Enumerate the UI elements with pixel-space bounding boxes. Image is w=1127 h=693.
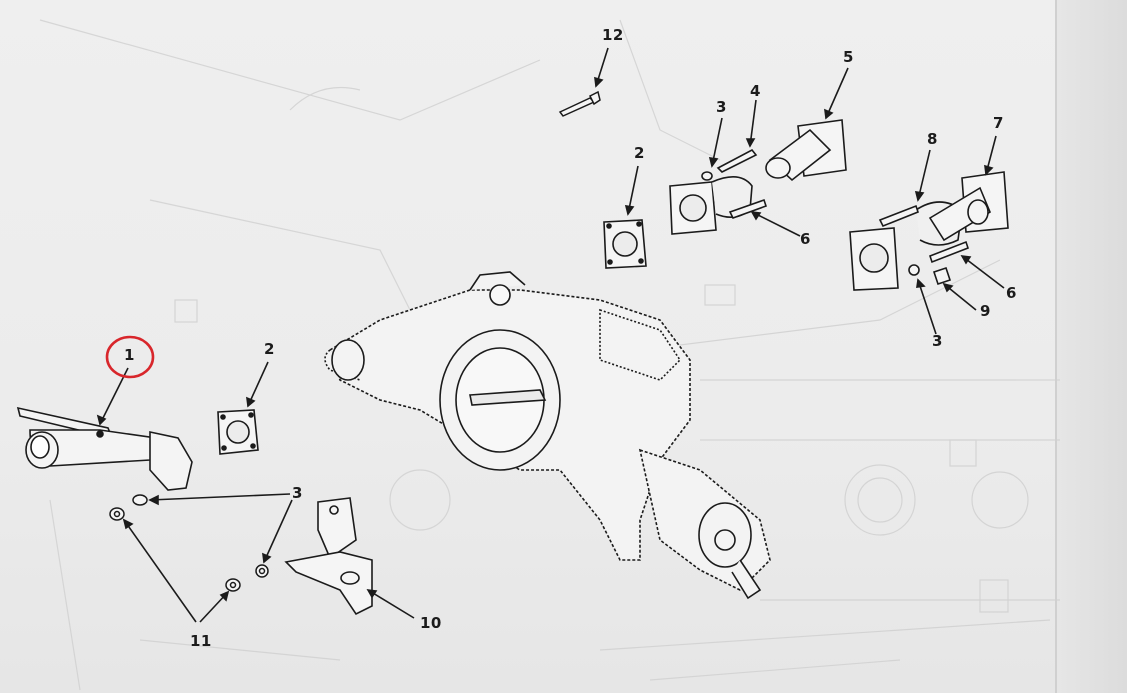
right-flange-assembly [849, 171, 1009, 291]
callout-4: 4 [750, 82, 761, 100]
callout-12: 12 [602, 26, 624, 44]
page-edge [1055, 0, 1127, 693]
differential-housing [324, 271, 771, 600]
top-flange-assembly [669, 148, 768, 235]
part-2-gasket-left [217, 409, 259, 455]
callout-5: 5 [843, 48, 854, 66]
callout-2-top: 2 [634, 144, 645, 162]
callout-8: 8 [927, 130, 938, 148]
callout-2-left: 2 [264, 340, 275, 358]
callout-3-top: 3 [716, 98, 727, 116]
washers-nuts-left [109, 494, 269, 592]
callout-6-top: 6 [800, 230, 811, 248]
part-10-mount-bracket [284, 497, 373, 616]
callout-7: 7 [993, 114, 1004, 132]
callout-1: 1 [124, 346, 135, 364]
callout-10: 10 [420, 614, 442, 632]
leader-lines [96, 47, 1005, 623]
callout-3-right: 3 [932, 332, 943, 350]
callout-6-right: 6 [1006, 284, 1017, 302]
part-1-support-bracket [16, 406, 193, 491]
part-2-gasket-top [603, 219, 647, 269]
part-12-bolt [558, 90, 601, 117]
highlight-circle [105, 335, 155, 379]
callout-3-left: 3 [292, 484, 303, 502]
callout-9: 9 [980, 302, 991, 320]
part-5-tube-housing [765, 119, 847, 182]
callout-11: 11 [190, 632, 212, 650]
